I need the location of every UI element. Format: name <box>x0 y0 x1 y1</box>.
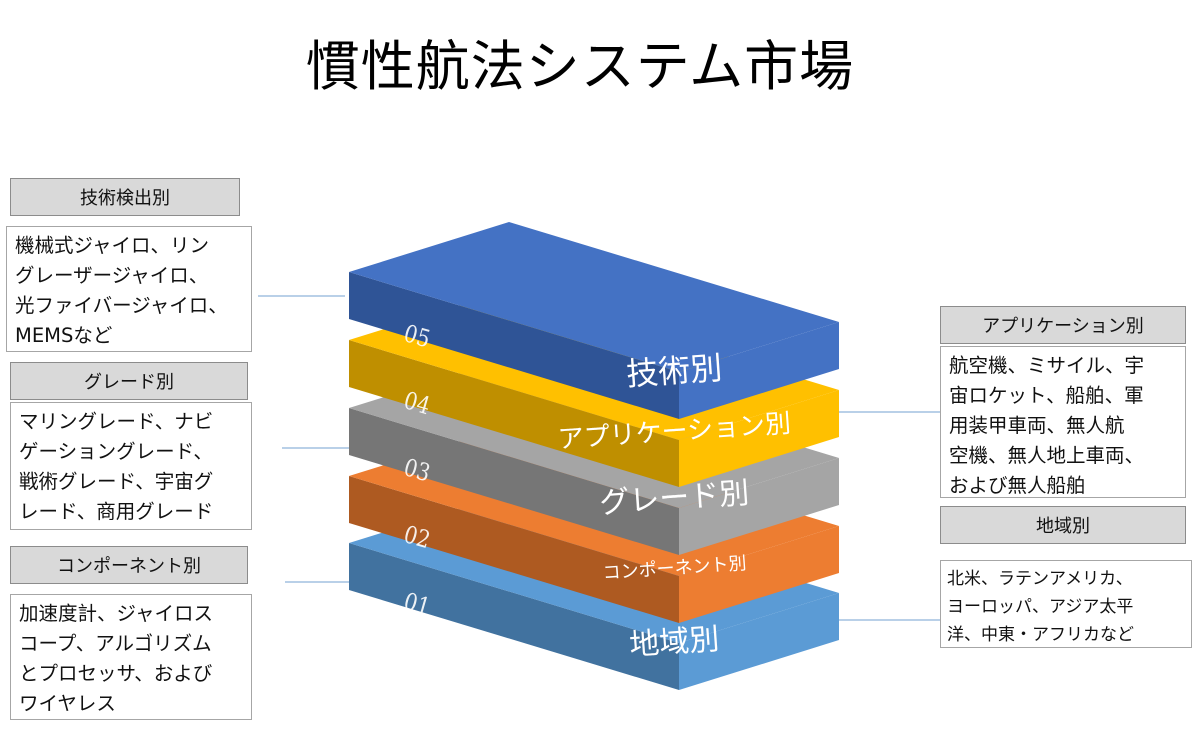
page-title: 慣性航法システム市場 <box>305 35 855 98</box>
application-panel-header: アプリケーション別 <box>940 306 1186 344</box>
layer-label: 技術別 <box>625 349 723 394</box>
layer-front-face <box>679 593 839 690</box>
layer-side-face <box>349 476 679 623</box>
layer-side-face <box>349 340 679 487</box>
tech-panel-header: 技術検出別 <box>10 178 240 216</box>
application-panel-text: 航空機、ミサイル、宇 宙ロケット、船舶、軍 用装甲車両、無人航 空機、無人地上車… <box>940 346 1186 498</box>
layer-front-face <box>679 458 839 555</box>
component-panel-text: 加速度計、ジャイロス コープ、アルゴリズム とプロセッサ、および ワイヤレス <box>10 594 252 720</box>
layer-label: 地域別 <box>628 622 720 663</box>
grade-panel-text: マリングレード、ナビ ゲーショングレード、 戦術グレード、宇宙グ レード、商用グ… <box>10 402 252 530</box>
region-panel-header: 地域別 <box>940 506 1186 544</box>
grade-panel-header: グレード別 <box>10 362 248 400</box>
layer-side-face <box>349 272 679 419</box>
layer-top-face <box>349 222 839 372</box>
tech-panel-text: 機械式ジャイロ、リン グレーザージャイロ、 光ファイバージャイロ、 MEMSなど <box>6 226 252 352</box>
component-panel-header: コンポーネント別 <box>10 546 248 584</box>
connector-lines <box>258 295 940 621</box>
layer-front-face <box>679 322 839 419</box>
layer-front-face <box>679 390 839 487</box>
region-panel-text: 北米、ラテンアメリカ、 ヨーロッパ、アジア太平 洋、中東・アフリカなど <box>940 560 1192 648</box>
layer-side-face <box>349 543 679 690</box>
layer-side-face <box>349 408 679 555</box>
layer-front-face <box>679 526 839 623</box>
